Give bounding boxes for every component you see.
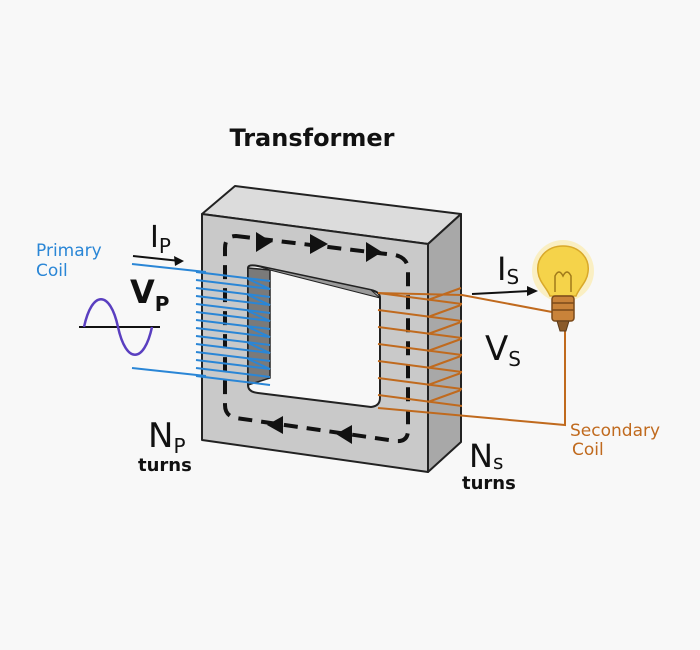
secondary-current-arrow-icon	[527, 286, 538, 296]
flux-arrow-icon	[310, 234, 328, 254]
primary-turns-symbol: N	[148, 416, 173, 456]
secondary-coil-label: Secondary Coil	[570, 421, 665, 460]
flux-arrow-icon	[366, 242, 382, 262]
primary-current-arrow-shaft	[132, 255, 181, 262]
flux-loop	[223, 234, 410, 444]
primary-coil	[131, 263, 271, 386]
secondary-turns-subscript: s	[493, 450, 503, 474]
bulb-tip	[556, 320, 570, 332]
secondary-voltage-subscript: S	[508, 347, 521, 371]
secondary-coil-label-line2: Coil	[572, 440, 604, 460]
transformer-core	[201, 185, 462, 473]
primary-coil-label-line1: Primary	[36, 241, 102, 261]
primary-lead-bottom	[131, 367, 207, 377]
diagram-title: Transformer	[229, 124, 394, 152]
secondary-turns-symbol: N	[469, 437, 493, 475]
secondary-turns-label: Ns	[469, 437, 503, 475]
secondary-current-subscript: S	[506, 265, 519, 289]
primary-current-arrow-icon	[174, 256, 184, 266]
secondary-voltage-label: VS	[485, 329, 521, 371]
primary-voltage-subscript: P	[155, 292, 170, 316]
secondary-coil-label-line1: Secondary	[570, 421, 660, 441]
secondary-current-symbol: I	[497, 250, 506, 288]
primary-coil-label-line2: Coil	[36, 261, 68, 281]
core-window-inner-top	[257, 265, 381, 299]
secondary-turns-word: turns	[462, 473, 516, 494]
flux-arrow-icon	[267, 416, 283, 434]
primary-coil-label: Primary Coil	[36, 241, 107, 281]
primary-current-label: IP	[150, 220, 171, 258]
primary-turns-subscript: P	[173, 434, 185, 458]
primary-turns-label: NP	[148, 416, 186, 458]
sine-curve	[82, 298, 154, 356]
bulb-glass	[537, 245, 589, 297]
primary-current-subscript: P	[159, 234, 171, 258]
bulb-base	[551, 295, 575, 322]
primary-current-symbol: I	[150, 220, 159, 255]
primary-lead-top	[131, 263, 207, 273]
primary-voltage-symbol: V	[130, 273, 155, 311]
secondary-wire-top	[377, 292, 553, 313]
primary-turns-word: turns	[138, 455, 192, 476]
bulb-filament	[554, 271, 572, 292]
secondary-current-label: IS	[497, 250, 519, 289]
secondary-windings	[377, 287, 463, 407]
flux-arrow-icon	[256, 232, 272, 252]
secondary-coil	[377, 287, 566, 427]
primary-windings	[195, 271, 271, 386]
secondary-current-arrow-shaft	[471, 290, 531, 295]
flux-arrow-icon	[336, 425, 352, 444]
primary-voltage-label: VP	[130, 273, 169, 316]
core-side-face	[427, 213, 462, 473]
secondary-voltage-symbol: V	[485, 329, 508, 369]
core-front-face	[201, 213, 429, 473]
light-bulb-icon	[532, 240, 594, 332]
sine-wave-icon	[79, 298, 160, 356]
magnetic-flux-path	[223, 232, 410, 444]
secondary-wire-bottom	[377, 330, 566, 427]
